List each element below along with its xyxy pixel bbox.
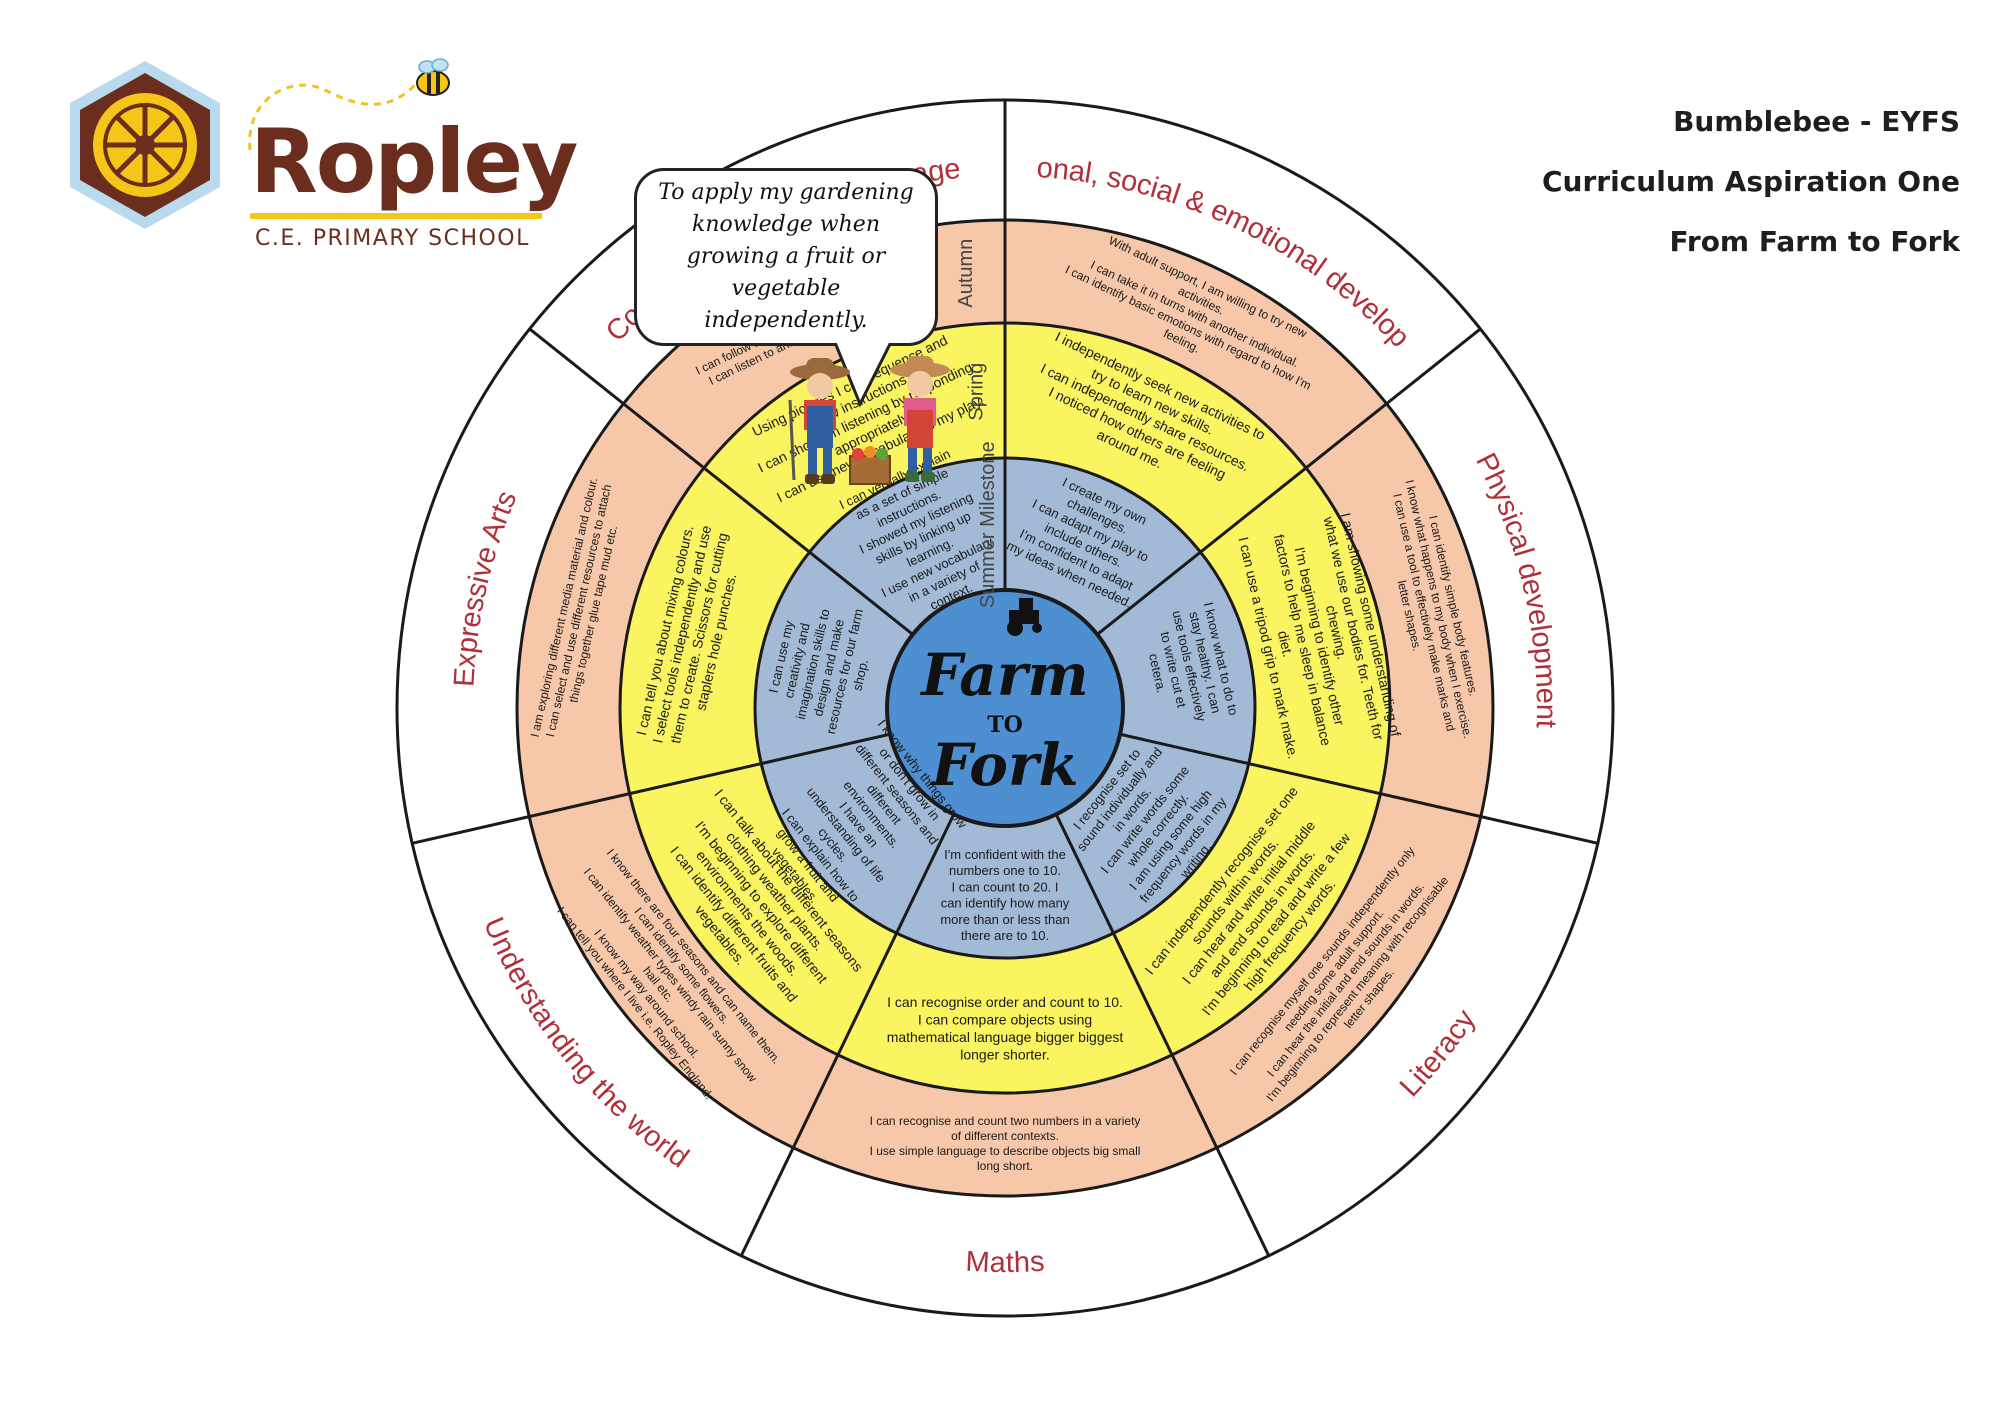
sector-divider — [1096, 327, 1482, 636]
spring-ring-label: Spring — [966, 363, 988, 421]
ring-text-line: there are to 10. — [961, 928, 1049, 943]
bee-icon — [416, 58, 450, 96]
farm-to-fork-hub — [885, 588, 1125, 828]
sector-divider — [411, 732, 891, 845]
curriculum-wheel: FarmTOForkPersonal, social & emotional d… — [395, 98, 1615, 1318]
document-header: Bumblebee - EYFS Curriculum Aspiration O… — [1542, 92, 1960, 272]
logo-bee-trail — [248, 83, 417, 151]
farmer-children-illustration — [788, 356, 950, 485]
ring-text-line: I can recognise and count two numbers in… — [870, 1114, 1141, 1128]
ring-text-line: mathematical language bigger biggest — [887, 1029, 1124, 1045]
wheel-emblem — [93, 93, 197, 197]
ring-text-line: I can count to 20. I — [952, 879, 1059, 894]
hub-to-text: TO — [987, 712, 1023, 738]
sector-divider — [1054, 813, 1271, 1257]
hub-farm-text: Farm — [919, 641, 1089, 709]
school-subtitle: C.E. PRIMARY SCHOOL — [255, 226, 530, 251]
ring-text-line: shop. — [849, 658, 871, 692]
autumn-text-3: I can recognise and count two numbers in… — [870, 1114, 1141, 1173]
logo-underline — [250, 213, 542, 219]
spring-text-3: I can recognise order and count to 10.I … — [887, 994, 1124, 1063]
farmer-boy-icon — [788, 358, 850, 484]
ring-text-line: I use simple language to describe object… — [870, 1144, 1141, 1158]
summer-ring-label: Summer Milestone — [977, 441, 999, 608]
ring-text-line: I can recognise order and count to 10. — [887, 994, 1123, 1010]
tractor-icon — [1007, 598, 1042, 636]
aspiration-title: Curriculum Aspiration One — [1542, 165, 1960, 198]
ring-text-line: can identify how many — [941, 896, 1070, 911]
school-name: Ropley — [250, 110, 578, 213]
ring-text-line: numbers one to 10. — [949, 863, 1061, 878]
ring-text-line: I can compare objects using — [918, 1011, 1092, 1027]
ring-text-line: longer shorter. — [960, 1046, 1050, 1062]
sector-divider — [739, 813, 956, 1257]
autumn-ring-label: Autumn — [955, 239, 977, 308]
speech-bubble: To apply my gardening knowledge when gro… — [634, 168, 938, 346]
vegetable-crate-icon — [849, 446, 891, 485]
farmer-girl-icon — [890, 356, 950, 482]
sector-divider — [1119, 732, 1599, 845]
ring-text-line: of different contexts. — [951, 1129, 1059, 1143]
class-title: Bumblebee - EYFS — [1673, 105, 1960, 138]
school-logo — [70, 58, 542, 229]
ring-text-line: diet. — [1275, 629, 1296, 658]
sector-divider — [528, 327, 914, 636]
sector-label-3: Maths — [965, 1245, 1046, 1278]
hub-fork-text: Fork — [929, 731, 1078, 799]
topic-title: From Farm to Fork — [1669, 225, 1960, 258]
ring-text-line: I'm confident with the — [944, 847, 1066, 862]
ring-text-line: long short. — [977, 1159, 1033, 1173]
ring-text-line: more than or less than — [940, 912, 1069, 927]
